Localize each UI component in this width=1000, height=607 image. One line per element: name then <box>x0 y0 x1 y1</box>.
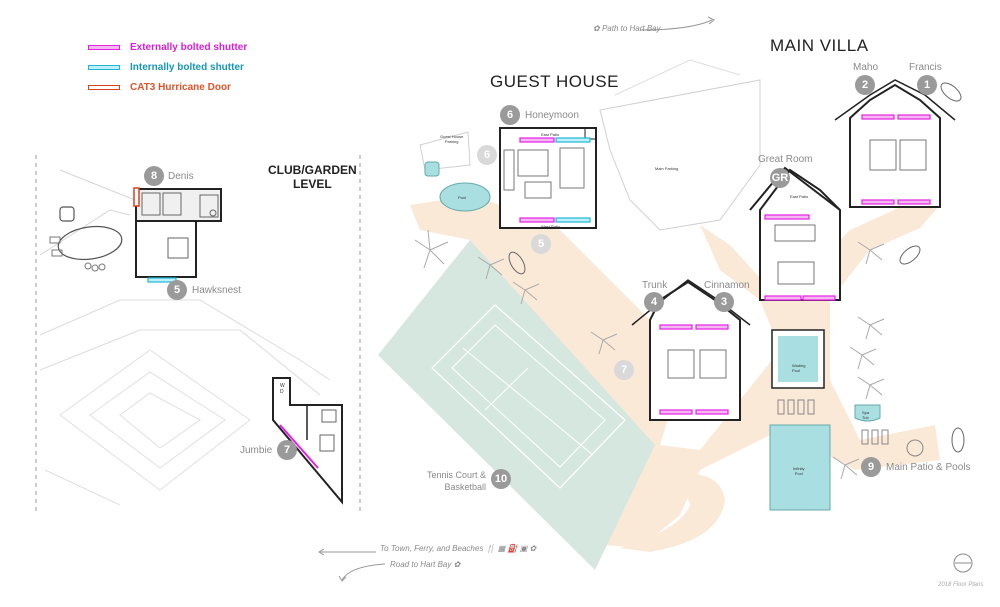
room-badge-tennis[interactable]: 10 <box>491 469 511 489</box>
room-badge-denis[interactable]: 8 <box>144 166 164 186</box>
room-name-jumbie: Jumbie <box>240 445 273 456</box>
maho-francis-plan <box>834 79 956 208</box>
room-name-francis: Francis <box>909 62 942 73</box>
legend-external-shutter: Externally bolted shutter <box>88 42 247 53</box>
legend-label-external: Externally bolted shutter <box>130 42 248 53</box>
plunge-pool-label: Wading Pool <box>792 363 806 373</box>
room-name-great-room: Great Room <box>758 154 813 165</box>
path-to-town[interactable]: To Town, Ferry, and Beaches 🍴 ▦ ⛽ ▣ ✿ <box>380 544 536 553</box>
guest-west-patio-label: West Patio <box>541 224 561 229</box>
road-hart-bay-label: Road to Hart Bay <box>390 560 452 569</box>
room-badge-hawksnest[interactable]: 5 <box>167 280 187 300</box>
great-room-plan <box>749 166 841 301</box>
room-name-maho: Maho <box>853 62 879 73</box>
room-name-tennis: Tennis Court & Basketball <box>426 470 486 492</box>
palm-icon: ✿ <box>453 560 461 569</box>
room-badge-honeymoon[interactable]: 6 <box>500 105 520 125</box>
palm-icon: ✿ <box>593 24 600 33</box>
compass-icon <box>953 553 973 573</box>
palm-decorations <box>414 229 885 480</box>
room-badge-francis[interactable]: 1 <box>917 75 937 95</box>
external-shutter-jumbie <box>279 424 319 469</box>
room-badge-jumbie[interactable]: 7 <box>277 440 297 460</box>
guest-house-title: GUEST HOUSE <box>490 72 619 91</box>
legend-label-hurricane: CAT3 Hurricane Door <box>130 82 231 93</box>
path-to-town-label: To Town, Ferry, and Beaches <box>380 544 484 553</box>
room-badge-main-patio[interactable]: 9 <box>861 457 881 477</box>
room-badge-hawksnest-faded: 5 <box>531 234 551 254</box>
legend-hurricane-door: CAT3 Hurricane Door <box>88 82 231 93</box>
path-hart-bay-label: Path to Hart Bay <box>601 24 661 33</box>
room-badge-honeymoon-faded: 6 <box>477 145 497 165</box>
main-villa-title: MAIN VILLA <box>770 36 869 55</box>
room-name-trunk: Trunk <box>642 280 668 291</box>
guest-east-patio-label: East Patio <box>541 132 560 137</box>
washer-dryer-label: W D <box>280 383 285 395</box>
floor-plan-footer: 2018 Floor Plans <box>938 582 984 588</box>
spa-tub-label: Spa Tub <box>862 410 870 420</box>
internal-shutter-swatch <box>88 65 120 70</box>
room-name-honeymoon: Honeymoon <box>525 110 579 121</box>
room-name-main-patio: Main Patio & Pools <box>886 462 971 473</box>
hurricane-door-denis <box>133 187 140 207</box>
path-hart-bay[interactable]: ✿ Path to Hart Bay <box>593 24 661 33</box>
infinity-pool-label: Infinity Pool <box>793 466 805 476</box>
room-badge-trunk[interactable]: 4 <box>644 292 664 312</box>
hart-bay-arrow <box>639 19 713 31</box>
room-badge-great-room[interactable]: GR <box>770 168 790 188</box>
legend-label-internal: Internally bolted shutter <box>130 62 244 73</box>
legend-internal-shutter: Internally bolted shutter <box>88 62 244 73</box>
tennis-court <box>378 240 655 570</box>
guest-house-plan <box>424 127 597 229</box>
room-name-hawksnest: Hawksnest <box>192 285 241 296</box>
room-name-cinnamon: Cinnamon <box>704 280 750 291</box>
guest-pool-label: Pool <box>458 195 467 200</box>
club-garden-title: CLUB/GARDEN LEVEL <box>268 163 357 191</box>
room-badge-jumbie-faded: 7 <box>614 360 634 380</box>
main-parking-label: Main Parking <box>655 166 679 171</box>
road-hart-bay[interactable]: Road to Hart Bay ✿ <box>390 560 460 569</box>
room-badge-maho[interactable]: 2 <box>855 75 875 95</box>
guest-parking-label: Guest House Parking <box>440 134 464 144</box>
room-badge-cinnamon[interactable]: 3 <box>714 292 734 312</box>
room-name-denis: Denis <box>168 171 194 182</box>
external-shutter-swatch <box>88 45 120 50</box>
hurricane-door-swatch <box>88 85 120 90</box>
club-garden-panel <box>35 155 361 512</box>
amenity-icons: 🍴 ▦ ⛽ ▣ ✿ <box>485 544 537 553</box>
great-room-patio-label: East Patio <box>790 194 809 199</box>
